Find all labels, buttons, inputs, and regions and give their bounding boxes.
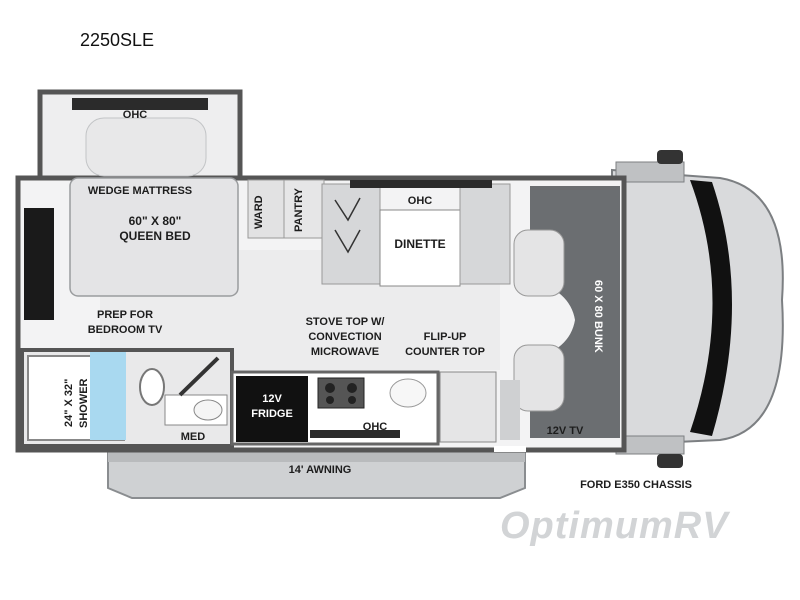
cab-seat-top bbox=[513, 229, 565, 297]
queen-bed bbox=[69, 177, 239, 297]
fridge-label: 12V FRIDGE bbox=[251, 393, 293, 420]
optimumrv-watermark: OptimumRV bbox=[500, 505, 729, 547]
dinette-table bbox=[379, 209, 461, 287]
shower-label: 24" X 32" SHOWER bbox=[63, 378, 90, 428]
ohc-kitchen-label: OHC bbox=[362, 421, 388, 433]
tv-12v-label: 12V TV bbox=[546, 425, 584, 437]
toilet bbox=[139, 368, 165, 406]
ohc-bedroom-label: OHC bbox=[122, 109, 148, 121]
chassis-label: FORD E350 CHASSIS bbox=[580, 479, 692, 491]
bunk-label: 60 X 80 BUNK bbox=[592, 279, 604, 353]
med-label: MED bbox=[180, 431, 206, 443]
dinette-seat-right bbox=[459, 183, 511, 285]
stove-microwave-label: STOVE TOP W/ CONVECTION MICROWAVE bbox=[305, 316, 385, 358]
queen-bed-label: 60" X 80" QUEEN BED bbox=[119, 214, 191, 243]
cab-seat-bottom bbox=[513, 344, 565, 412]
pantry-label: PANTRY bbox=[293, 188, 305, 232]
awning-label: 14' AWNING bbox=[288, 464, 352, 476]
ohc-dinette-label: OHC bbox=[407, 195, 433, 207]
prep-bedroom-tv-label: PREP FOR BEDROOM TV bbox=[87, 309, 163, 336]
wedge-mattress-label: WEDGE MATTRESS bbox=[87, 185, 193, 197]
dinette-label: DINETTE bbox=[394, 237, 446, 251]
sink bbox=[389, 378, 427, 408]
flip-up-counter-label: FLIP-UP COUNTER TOP bbox=[405, 331, 485, 358]
model-name: 2250SLE bbox=[80, 30, 155, 50]
windshield bbox=[690, 180, 732, 436]
cab-body bbox=[611, 168, 784, 447]
fridge bbox=[236, 376, 308, 442]
ward-label: WARD bbox=[253, 195, 265, 229]
dinette-seat-left bbox=[321, 183, 381, 285]
bedroom-tv bbox=[24, 208, 54, 320]
cooktop bbox=[317, 377, 365, 409]
